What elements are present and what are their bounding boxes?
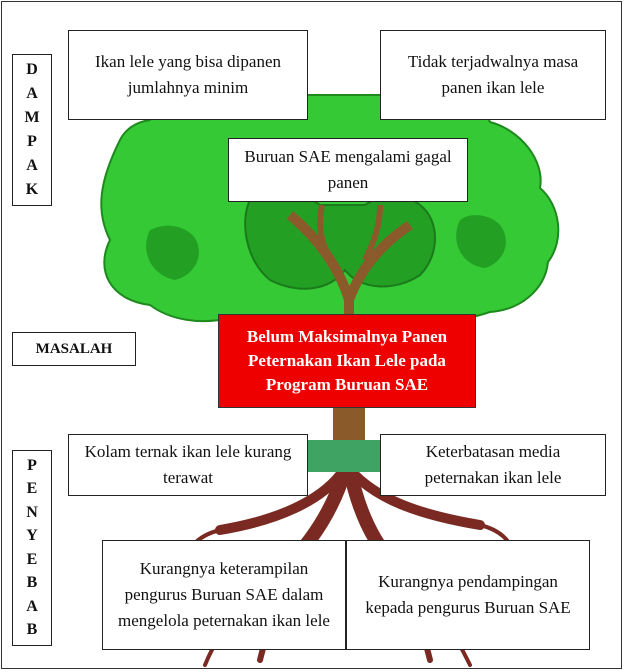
penyebab-box-text: Kurangnya pendampingan kepada pengurus B… <box>365 572 571 617</box>
dampak-box-text: Ikan lele yang bisa dipanen jumlahnya mi… <box>95 52 281 97</box>
label-penyebab-letter: E <box>26 480 38 498</box>
penyebab-box-limited-media: Keterbatasan media peternakan ikan lele <box>380 434 606 496</box>
label-dampak-letter: A <box>26 157 38 174</box>
label-penyebab: P E N Y E B A B <box>12 450 52 646</box>
label-dampak-letter: M <box>24 109 40 126</box>
penyebab-box-text: Keterbatasan media peternakan ikan lele <box>424 442 562 487</box>
label-penyebab-letter: A <box>26 597 38 615</box>
label-dampak-letter: D <box>26 61 38 78</box>
label-dampak-letter: P <box>27 133 37 150</box>
penyebab-box-lack-skills: Kurangnya keterampilan pengurus Buruan S… <box>102 540 346 650</box>
label-penyebab-letter: E <box>26 550 38 568</box>
dampak-box-failed-harvest: Buruan SAE mengalami gagal panen <box>228 138 468 202</box>
masalah-problem-text: Belum Maksimalnya Panen Peternakan Ikan … <box>246 327 448 394</box>
penyebab-box-pond-neglected: Kolam ternak ikan lele kurang terawat <box>68 434 308 496</box>
label-dampak: D A M P A K <box>12 54 52 206</box>
label-penyebab-letter: N <box>26 503 38 521</box>
tree-band <box>300 440 390 472</box>
label-masalah-text: MASALAH <box>35 340 113 357</box>
label-penyebab-letter: B <box>26 621 38 639</box>
masalah-problem-box: Belum Maksimalnya Panen Peternakan Ikan … <box>218 314 476 408</box>
penyebab-box-lack-mentoring: Kurangnya pendampingan kepada pengurus B… <box>346 540 590 650</box>
penyebab-box-text: Kolam ternak ikan lele kurang terawat <box>84 442 292 487</box>
label-dampak-letter: A <box>26 85 38 102</box>
dampak-box-unscheduled-harvest: Tidak terjadwalnya masa panen ikan lele <box>380 30 606 120</box>
dampak-box-text: Buruan SAE mengalami gagal panen <box>244 147 452 192</box>
label-dampak-letter: K <box>25 181 39 198</box>
label-masalah: MASALAH <box>12 332 136 366</box>
label-penyebab-letter: P <box>27 456 37 474</box>
label-penyebab-letter: B <box>26 574 38 592</box>
label-penyebab-letter: Y <box>26 527 38 545</box>
dampak-box-text: Tidak terjadwalnya masa panen ikan lele <box>407 52 579 97</box>
penyebab-box-text: Kurangnya keterampilan pengurus Buruan S… <box>118 559 330 630</box>
dampak-box-minim-harvest: Ikan lele yang bisa dipanen jumlahnya mi… <box>68 30 308 120</box>
